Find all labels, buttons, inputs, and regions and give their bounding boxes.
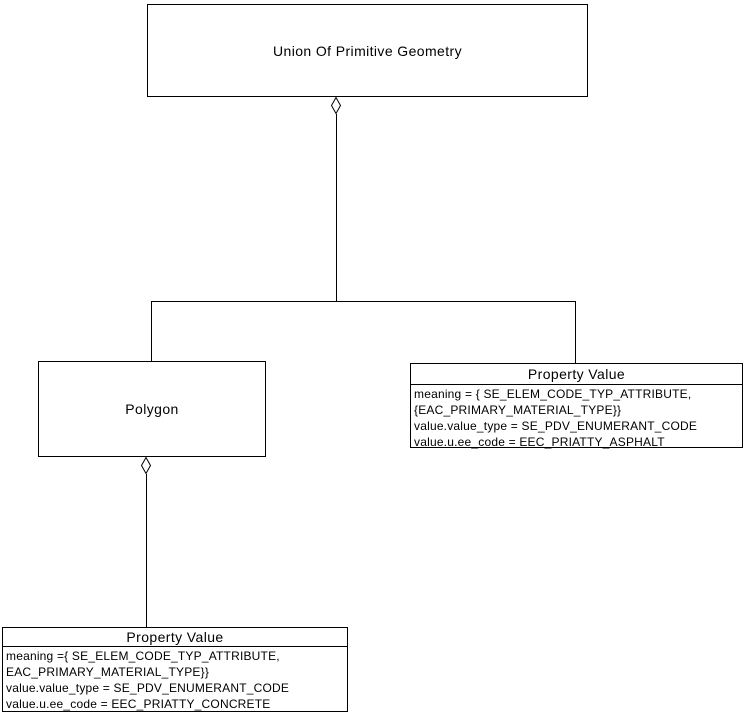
attribute-line: EAC_PRIMARY_MATERIAL_TYPE}} bbox=[6, 665, 210, 679]
node-union-title: Union Of Primitive Geometry bbox=[273, 42, 462, 59]
attribute-line: meaning = { SE_ELEM_CODE_TYP_ATTRIBUTE, bbox=[414, 387, 692, 401]
node-property-value-bottom-title: Property Value bbox=[3, 628, 347, 647]
node-property-value-right: Property Value meaning = { SE_ELEM_CODE_… bbox=[410, 363, 743, 450]
connector-polygon-to-property-value-bottom bbox=[146, 474, 147, 627]
node-polygon-title: Polygon bbox=[125, 401, 179, 417]
connector-drop-to-polygon bbox=[151, 302, 152, 361]
attribute-line: value.u.ee_code = EEC_PRIATTY_ASPHALT bbox=[414, 435, 665, 449]
attribute-line: value.u.ee_code = EEC_PRIATTY_CONCRETE bbox=[6, 697, 271, 711]
node-property-value-right-attributes: meaning = { SE_ELEM_CODE_TYP_ATTRIBUTE, … bbox=[411, 385, 742, 450]
connector-union-stem bbox=[336, 114, 337, 301]
attribute-line: value.value_type = SE_PDV_ENUMERANT_CODE bbox=[6, 681, 290, 695]
attribute-line: value.value_type = SE_PDV_ENUMERANT_CODE bbox=[414, 419, 698, 433]
node-polygon: Polygon bbox=[38, 361, 266, 457]
node-property-value-right-title: Property Value bbox=[411, 364, 742, 385]
connector-branch-horizontal bbox=[151, 301, 576, 302]
node-property-value-bottom-attributes: meaning ={ SE_ELEM_CODE_TYP_ATTRIBUTE, E… bbox=[3, 647, 347, 712]
node-union-of-primitive-geometry: Union Of Primitive Geometry bbox=[147, 4, 588, 97]
node-property-value-bottom: Property Value meaning ={ SE_ELEM_CODE_T… bbox=[2, 627, 348, 712]
attribute-line: {EAC_PRIMARY_MATERIAL_TYPE}} bbox=[414, 403, 622, 417]
attribute-line: meaning ={ SE_ELEM_CODE_TYP_ATTRIBUTE, bbox=[6, 649, 280, 663]
aggregation-diamond-icon bbox=[331, 97, 341, 114]
connector-drop-to-property-value-right bbox=[575, 302, 576, 363]
aggregation-diamond-icon bbox=[141, 457, 151, 474]
